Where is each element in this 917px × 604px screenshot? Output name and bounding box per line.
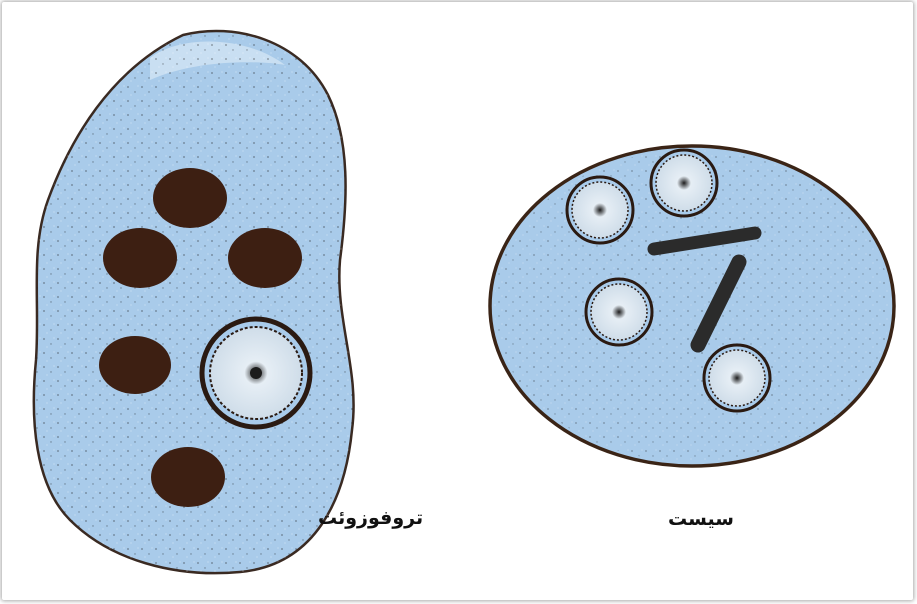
cyst-nucleus <box>586 279 652 345</box>
ring-nucleus <box>202 319 310 427</box>
trophozoite <box>34 31 354 573</box>
nucleus <box>228 228 302 288</box>
cyst-nucleus <box>651 150 717 216</box>
nucleus <box>103 228 177 288</box>
nucleus <box>99 336 171 394</box>
label-trophozoite: تروفوزوئت <box>318 507 423 529</box>
cyst-nucleus <box>567 177 633 243</box>
cyst <box>490 146 894 466</box>
label-cyst: سیست <box>668 508 734 530</box>
nucleus <box>153 168 227 228</box>
cyst-nucleus <box>704 345 770 411</box>
nucleus <box>151 447 225 507</box>
